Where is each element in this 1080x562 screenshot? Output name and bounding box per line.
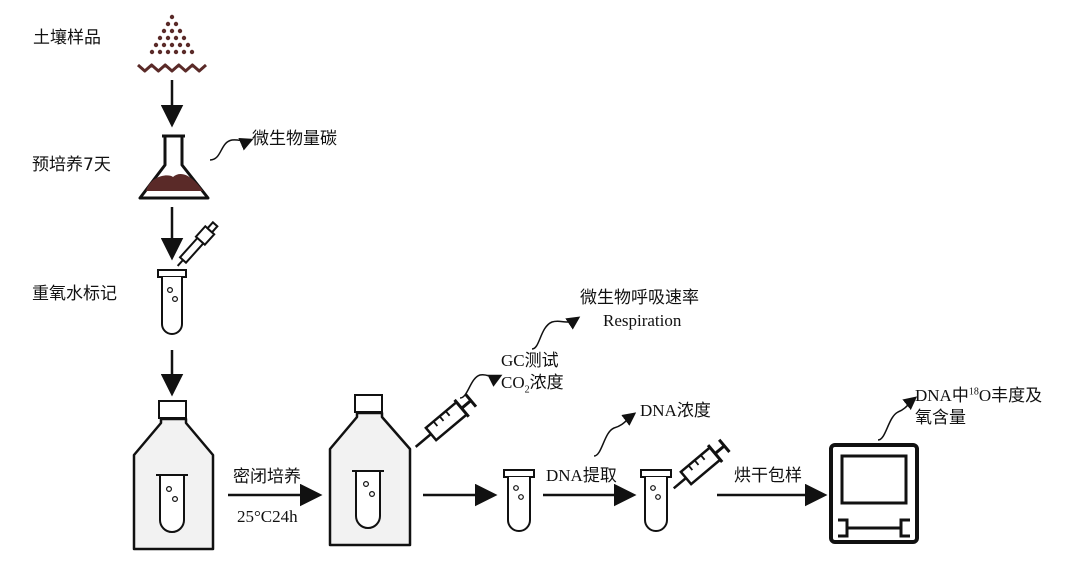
soil-dot (189, 49, 195, 55)
soil-dot (157, 49, 163, 55)
soil-dot (177, 28, 183, 34)
soil-dot (173, 35, 179, 41)
label-sealed-incubation: 密闭培养 (233, 467, 301, 487)
test-tube-icon (157, 269, 187, 335)
label-dna-18o-abundance: DNA中18O丰度及 (915, 386, 1043, 405)
extracted-dna-tube-icon (640, 469, 672, 532)
soil-dot (161, 42, 167, 48)
label-co2-concentration: CO2浓度 (501, 373, 564, 396)
label-h2o18-labeling: 重氧水标记 (32, 284, 117, 304)
sealed-bottle-icon (328, 394, 412, 547)
analyzer-instrument-icon (829, 443, 919, 544)
label-oxygen-content: 氧含量 (915, 408, 966, 428)
erlenmeyer-flask-icon (138, 134, 210, 200)
soil-dot (165, 21, 171, 27)
label-gc-test: GC测试 (501, 351, 559, 370)
soil-dot (181, 35, 187, 41)
label-preincubation: 预培养7天 (32, 155, 111, 175)
label-respiration-cn: 微生物呼吸速率 (580, 288, 699, 308)
label-soil-sample: 土壤样品 (33, 28, 101, 48)
soil-dot (165, 35, 171, 41)
label-microbial-biomass-carbon: 微生物量碳 (252, 129, 337, 149)
soil-dot (169, 28, 175, 34)
soil-dot (173, 49, 179, 55)
soil-dot (185, 42, 191, 48)
soil-dot (149, 49, 155, 55)
soil-dot (169, 42, 175, 48)
curly-arrow-18o (877, 396, 918, 441)
soil-dot (153, 42, 159, 48)
label-dna-concentration: DNA浓度 (640, 401, 711, 420)
label-dry-wrap: 烘干包样 (734, 466, 802, 486)
incubation-bottle-icon (132, 400, 215, 551)
syringe-icon (414, 393, 478, 448)
label-respiration-en: Respiration (603, 311, 682, 330)
curly-arrow-biomass (209, 138, 254, 161)
soil-dot (173, 21, 179, 27)
curly-arrow-gc (459, 373, 503, 399)
soil-base-zigzag (137, 63, 207, 73)
soil-dot (177, 42, 183, 48)
soil-dot (169, 14, 175, 20)
syringe-icon-2 (672, 438, 731, 490)
dna-sample-tube-icon (503, 469, 535, 532)
soil-dot (181, 49, 187, 55)
soil-dot (157, 35, 163, 41)
soil-dot (165, 49, 171, 55)
curly-arrow-respiration (531, 316, 581, 350)
label-dna-extraction: DNA提取 (546, 466, 617, 485)
soil-dot (161, 28, 167, 34)
curly-arrow-dna-conc (593, 412, 637, 457)
soil-pile-icon (137, 14, 207, 73)
pipette-icon (176, 220, 219, 267)
label-incubation-condition: 25°C24h (237, 507, 298, 526)
